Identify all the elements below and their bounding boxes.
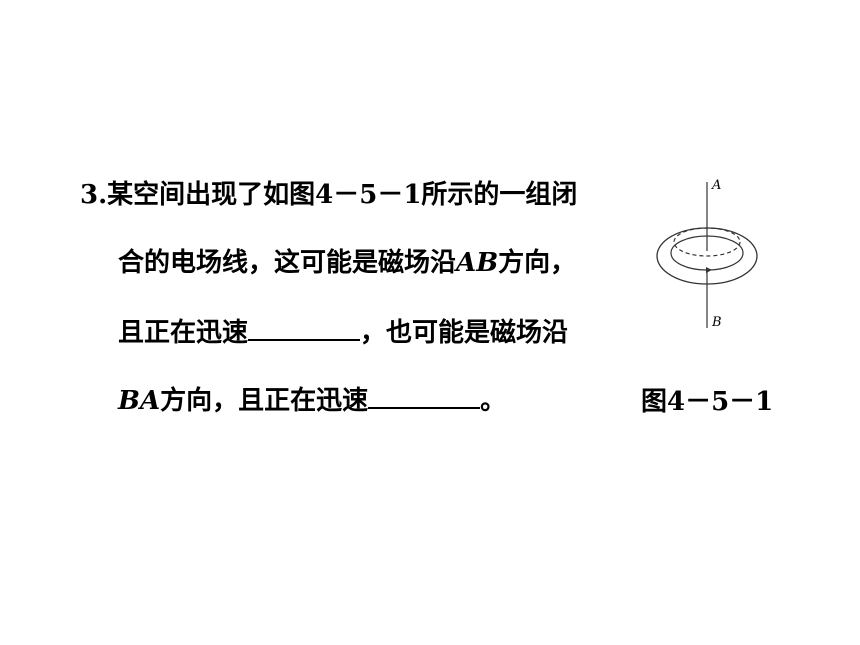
question-line-2: 合的电场线，这可能是磁场沿AB方向， <box>118 247 576 279</box>
question-text-line-1: 某空间出现了如图4－5－1所示的一组闭 <box>107 180 578 210</box>
loop-direction-arrow-icon <box>706 267 712 273</box>
question-text-line-3b: ，也可能是磁场沿 <box>360 318 569 348</box>
direction-ba: BA <box>118 386 161 416</box>
question-line-1: 3.某空间出现了如图4－5－1所示的一组闭 <box>80 179 577 211</box>
question-line-3: 且正在迅速 ，也可能是磁场沿 <box>118 315 568 349</box>
question-text-line-4a: 方向，且正在迅速 <box>160 386 369 416</box>
question-text-line-2b: 方向， <box>498 248 577 278</box>
question-text-line-3a: 且正在迅速 <box>118 318 249 348</box>
question-line-4: BA方向，且正在迅速 。 <box>118 383 506 417</box>
question-number: 3. <box>80 180 108 210</box>
field-lines-diagram: A B <box>656 178 758 330</box>
answer-blank-1[interactable] <box>248 315 361 341</box>
answer-blank-2[interactable] <box>368 383 481 409</box>
figure-caption: 图4－5－1 <box>641 387 774 417</box>
field-lines-figure: A B <box>650 176 770 336</box>
label-b: B <box>711 315 722 330</box>
label-a: A <box>711 178 721 193</box>
question-text-line-2a: 合的电场线，这可能是磁场沿 <box>118 248 457 278</box>
question-text-line-4b: 。 <box>480 386 507 416</box>
inner-dashed-loop <box>673 227 741 257</box>
direction-ab: AB <box>456 248 499 278</box>
